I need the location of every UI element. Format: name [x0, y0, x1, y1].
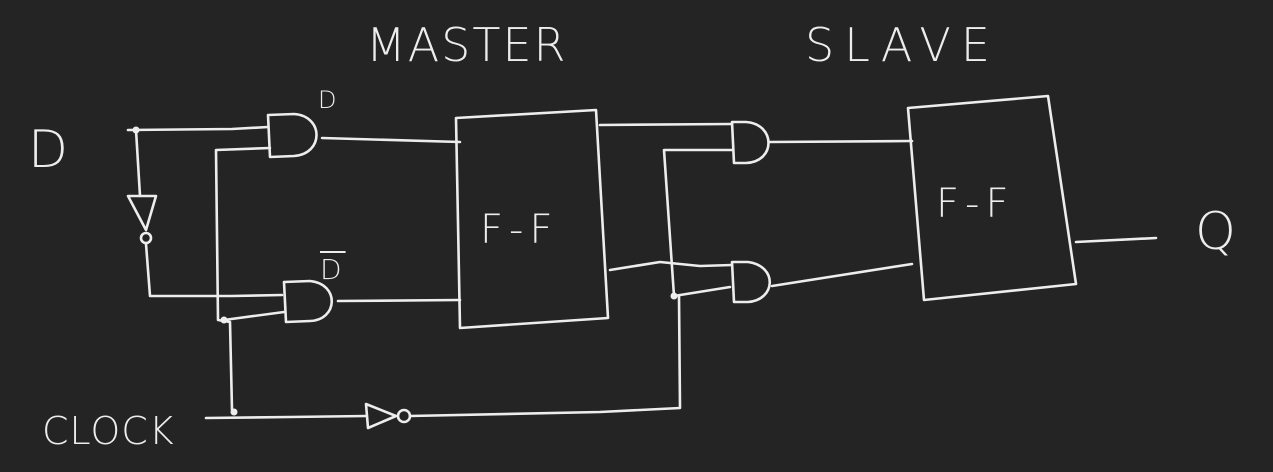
wire-slave-and-top-out	[768, 139, 914, 144]
wire-d-bar	[144, 242, 284, 298]
master-ff-block	[454, 108, 610, 330]
and-gate-master-bottom	[282, 279, 334, 324]
not-gate-d	[126, 194, 158, 232]
wire-master-and-bottom-out	[336, 298, 462, 303]
master-ff-label: F-F	[480, 207, 559, 253]
not-gate-clock-bubble	[396, 408, 412, 424]
wire-clock-inverted-bottom	[672, 285, 732, 298]
wire-master-q-out	[598, 122, 734, 127]
wire-clock-to-master-bottom	[222, 310, 286, 322]
wire-clock-input	[204, 414, 368, 420]
wire-clock-vertical-left	[214, 146, 272, 412]
wire-slave-and-bottom-out	[770, 262, 914, 288]
wire-master-and-top-out	[320, 136, 462, 144]
clock-input-label: CLOCK	[42, 409, 175, 453]
slave-ff-label: F-F	[936, 181, 1015, 227]
slave-ff-block	[906, 94, 1078, 302]
wire-q-output	[1074, 236, 1158, 244]
d-input-label: D	[28, 120, 73, 180]
and-gate-master-top	[266, 112, 318, 159]
wire-master-qbar-out	[608, 260, 734, 272]
and-gate-slave-top	[730, 120, 770, 165]
master-title: MASTER	[366, 18, 568, 72]
wire-clock-inverted	[408, 294, 682, 418]
junction-clock-lower	[230, 408, 238, 416]
slave-title: SLAVE	[805, 18, 1000, 72]
wire-clock-inverted-up	[662, 148, 734, 298]
d-signal-label: D	[318, 86, 341, 114]
q-output-label: Q	[1195, 202, 1240, 262]
not-gate-d-bubble	[139, 231, 153, 245]
junction-clock-upper	[220, 316, 228, 324]
not-gate-clock	[364, 402, 398, 430]
and-gate-slave-bottom	[730, 260, 772, 304]
wire-d-input	[126, 125, 270, 132]
wire-d-to-inverter	[134, 128, 142, 198]
d-bar-signal-label: D	[320, 253, 346, 286]
